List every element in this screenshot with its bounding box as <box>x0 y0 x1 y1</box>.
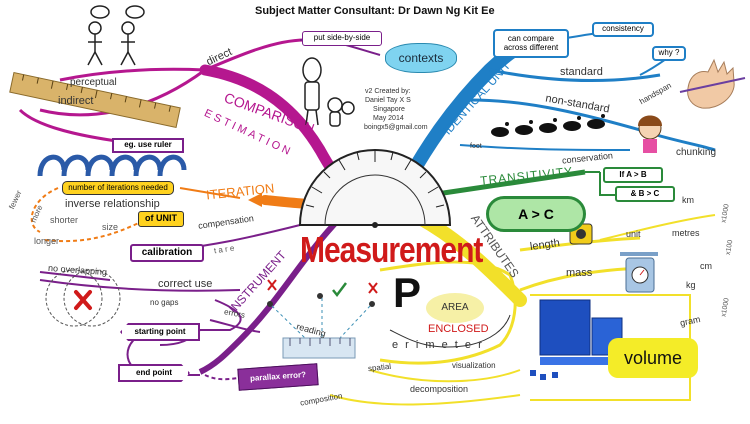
perimeter-p-label: P <box>393 269 422 316</box>
direct-line <box>204 38 306 72</box>
perimeter-rest-label: e r i m e t e r <box>392 339 484 351</box>
iteration-arrow <box>248 193 262 207</box>
parallax-dashed <box>204 374 239 381</box>
transitivity-branch <box>429 169 586 198</box>
credit-line-1: v2 Created by: <box>365 88 411 95</box>
inverse-label: inverse relationship <box>65 198 160 210</box>
protractor-icon <box>298 149 452 228</box>
errors-line <box>209 319 261 333</box>
iteration-dashed <box>30 187 59 233</box>
chunking-label: chunking <box>676 147 717 158</box>
decomposition-label: decomposition <box>410 384 469 394</box>
tall-short-figures-icon <box>302 57 355 127</box>
decomp-line <box>369 369 521 383</box>
contexts-burst: contexts <box>385 43 457 73</box>
iterations-needed-box: number of iterations needed <box>62 181 174 195</box>
correct-use-line <box>39 279 241 292</box>
page-title: Subject Matter Consultant: Dr Dawn Ng Ki… <box>255 5 495 17</box>
rule1-box: If A > B <box>603 167 663 183</box>
transitivity-rule-line <box>585 171 615 196</box>
calibration-box: calibration <box>130 244 204 262</box>
enclosed-label: ENCLOSED <box>428 323 489 335</box>
credit-line-4: May 2014 <box>373 115 404 122</box>
perimeter-path <box>389 314 511 348</box>
mass-label: mass <box>566 267 593 279</box>
credit-line-5: boingx5@gmail.com <box>364 124 428 131</box>
unit-line <box>599 214 716 241</box>
eye-markers-icon <box>267 279 378 339</box>
center-label: Measurement <box>300 230 483 271</box>
credit-line-3: Singapore <box>373 106 405 113</box>
correct-use-label: correct use <box>158 278 213 290</box>
overlap-circles-icon <box>45 269 121 327</box>
footprints-icon <box>491 114 605 137</box>
composition-line <box>329 394 521 406</box>
volume-cubes-icon <box>530 299 623 380</box>
area-outline <box>379 260 517 365</box>
perceptual-line <box>59 67 206 82</box>
end-point-box: end point <box>118 364 190 382</box>
reading-ruler-icon <box>282 337 356 359</box>
size-dashed <box>44 219 146 243</box>
credit-line-2: Daniel Tay X S <box>365 97 411 104</box>
use-ruler-box: eg. use ruler <box>112 138 184 153</box>
child-icon <box>638 115 662 153</box>
perceptual-label: perceptual <box>70 77 117 88</box>
area-bubble: AREA <box>426 293 484 323</box>
no-gaps-label: no gaps <box>150 298 179 307</box>
put-side-box: put side-by-side <box>302 31 382 46</box>
instrument-branch <box>198 215 343 375</box>
standard-line <box>489 68 661 82</box>
result-box: A > C <box>486 196 586 232</box>
unit-label: unit <box>626 229 641 239</box>
foot-label: foot <box>470 143 482 150</box>
why-box: why ? <box>652 46 686 61</box>
standard-label: standard <box>560 66 603 78</box>
longer-label: longer <box>34 236 60 246</box>
size-label: size <box>102 222 119 232</box>
weighing-scale-icon <box>620 252 658 293</box>
starting-point-box: starting point <box>120 323 200 341</box>
inverse-line <box>179 187 241 199</box>
of-unit-box: of UNIT <box>138 211 184 227</box>
people-icon <box>87 5 145 66</box>
rule2-box: & B > C <box>615 186 675 202</box>
no-overlap-line <box>39 271 111 281</box>
consistency-box: consistency <box>592 22 654 37</box>
hand-icon <box>679 58 746 109</box>
km-label: km <box>682 195 694 205</box>
ruler-icon <box>9 71 181 129</box>
indirect-label: indirect <box>58 95 94 107</box>
red-x-icon <box>74 290 92 310</box>
metres-label: metres <box>672 228 700 238</box>
cm-label: cm <box>700 261 712 271</box>
kg-label: kg <box>686 280 696 290</box>
foot-line <box>459 144 631 151</box>
can-compare-box: can compare across different <box>493 29 569 58</box>
volume-box: volume <box>608 338 698 378</box>
non-standard-line <box>469 98 716 152</box>
shorter-label: shorter <box>50 215 79 225</box>
visualization-label: visualization <box>452 361 496 370</box>
iteration-loops-icon <box>37 154 187 177</box>
